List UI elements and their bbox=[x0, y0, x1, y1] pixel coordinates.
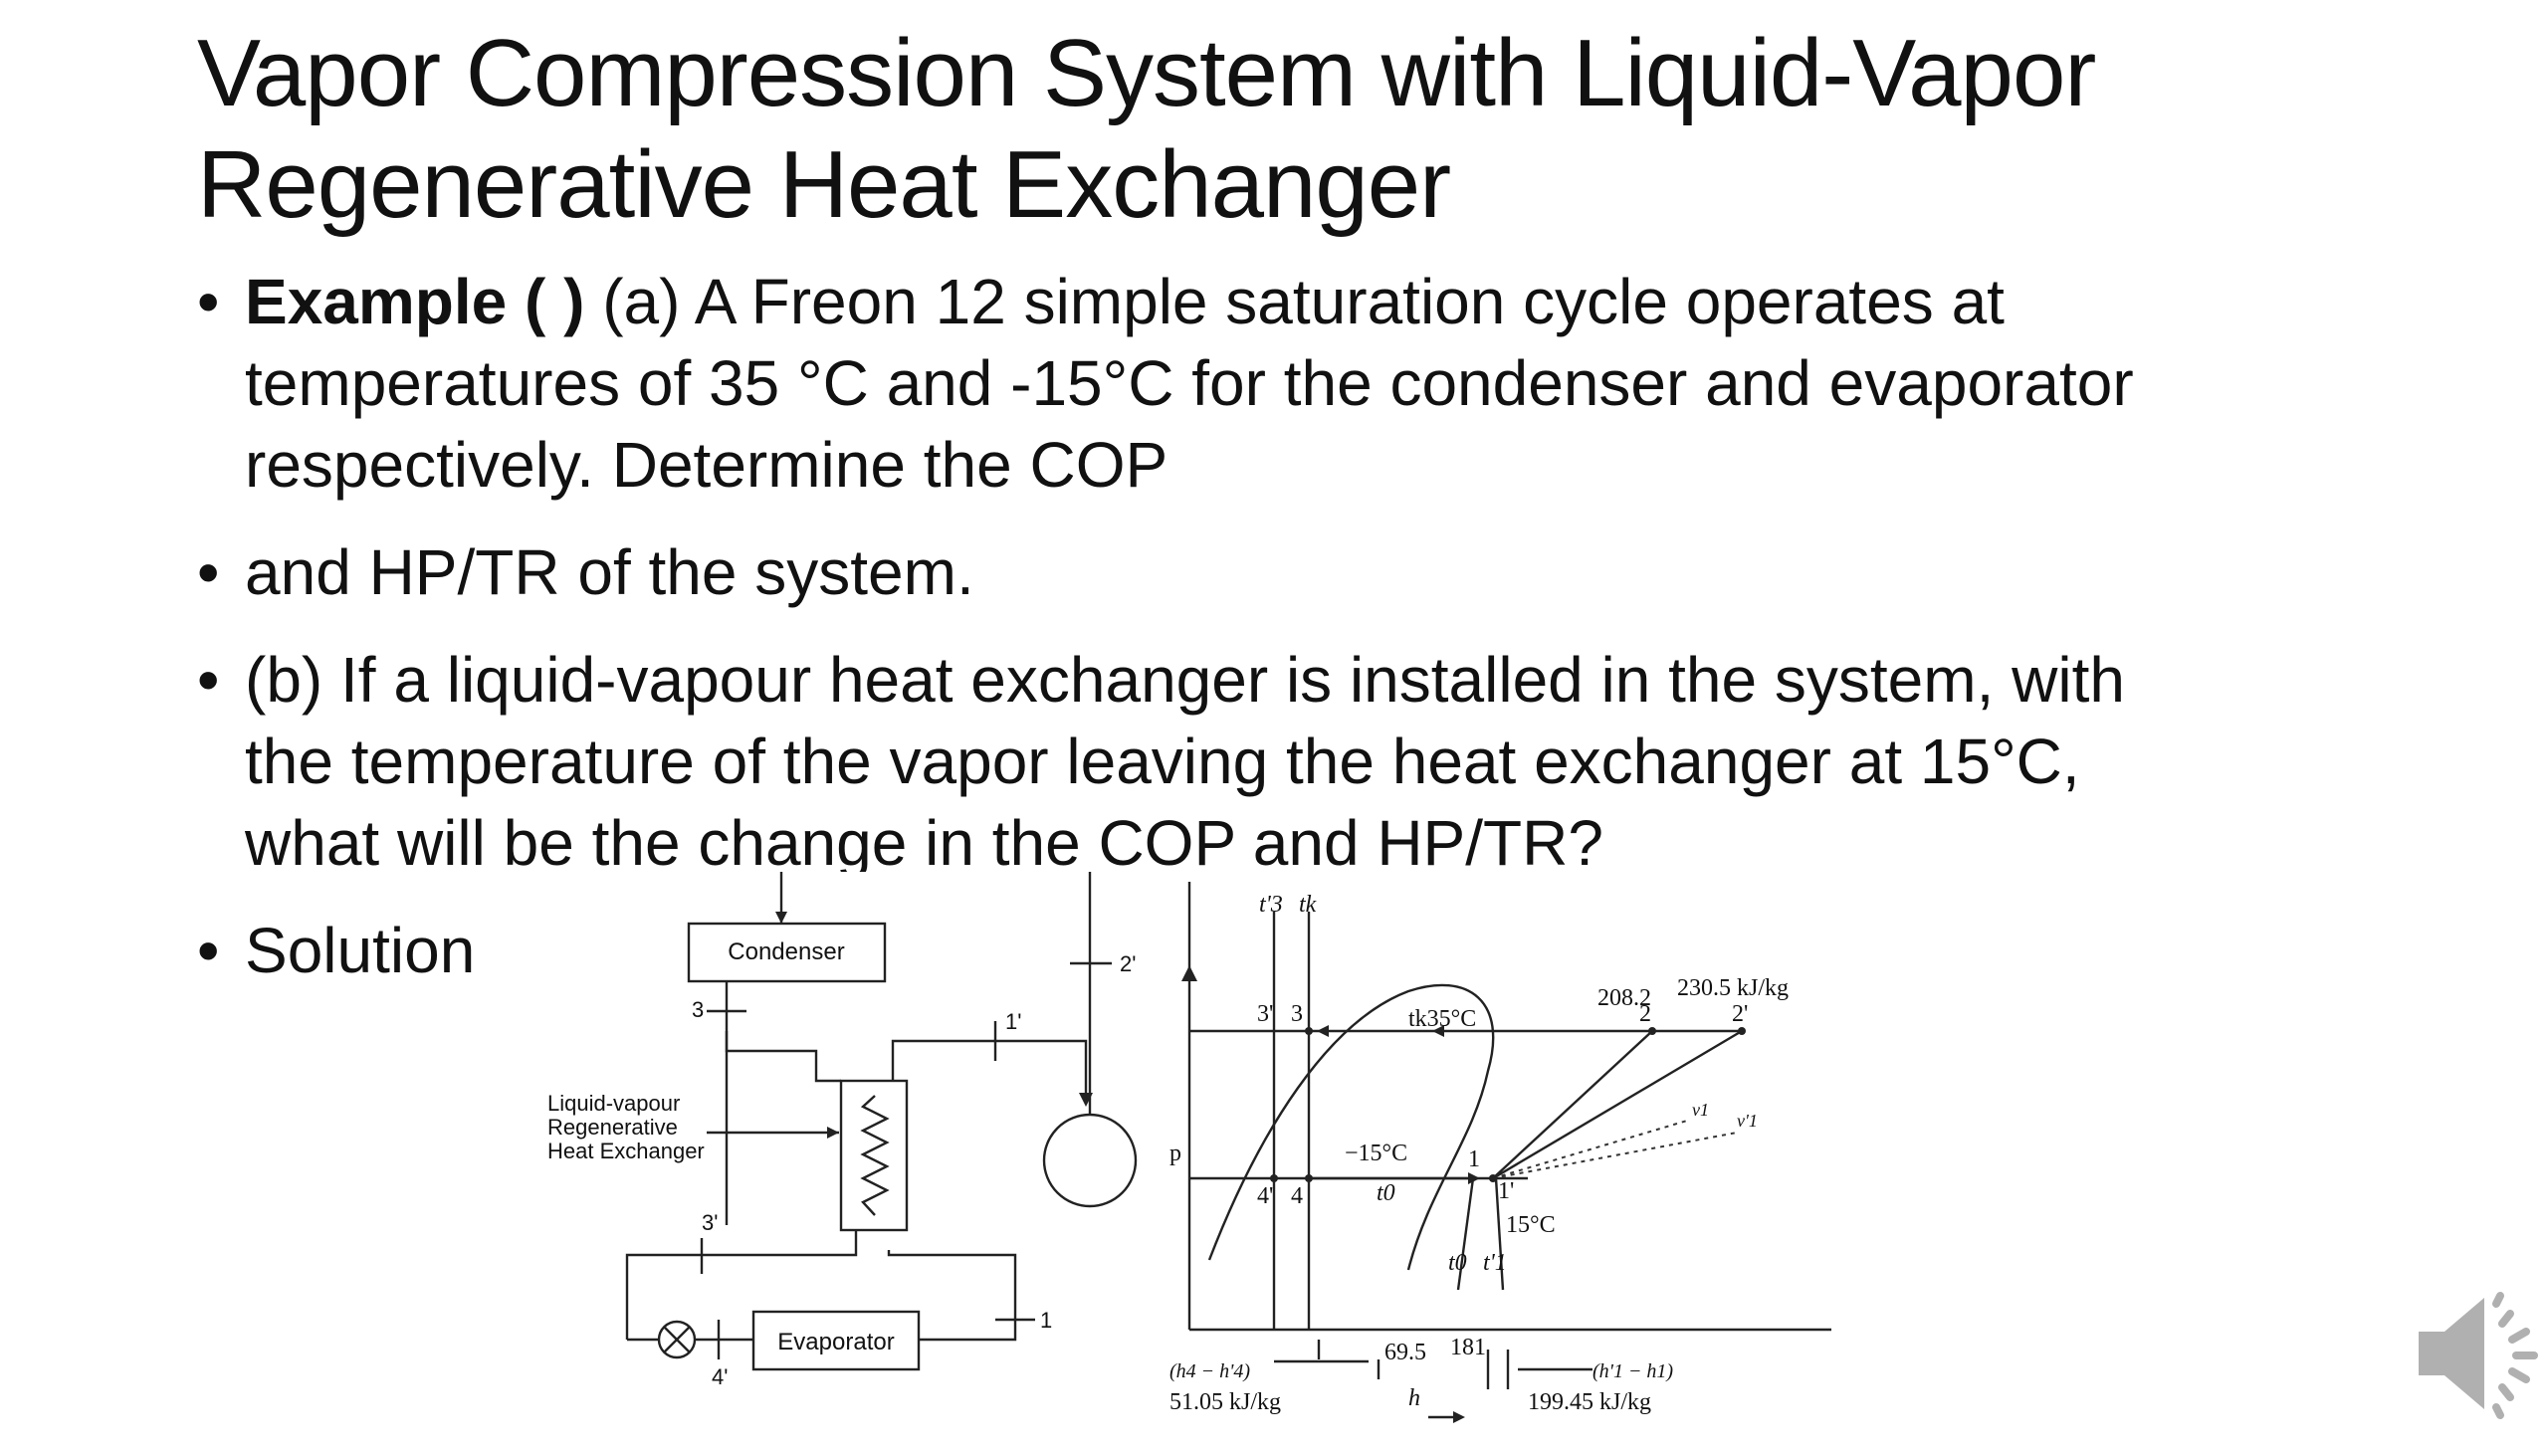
bullet-line: and HP/TR of the system. bbox=[245, 536, 974, 608]
label-2: 2 bbox=[1639, 1001, 1651, 1027]
cycle-figure: Condenser Evaporator Liquid-vapour Regen… bbox=[532, 872, 1876, 1451]
label-tk35: tk35°C bbox=[1408, 1006, 1476, 1032]
bullet-dot: • bbox=[197, 644, 220, 716]
bullet-text: and HP/TR of the system. bbox=[245, 531, 2365, 613]
bullet-line: respectively. Determine the COP bbox=[245, 429, 1168, 501]
evaporator-label: Evaporator bbox=[777, 1329, 894, 1355]
label-t1p: t'1 bbox=[1483, 1250, 1507, 1276]
label-t0-lower: t0 bbox=[1448, 1250, 1467, 1276]
bullet-solution: • Solution bbox=[197, 910, 595, 993]
bullet-dot: • bbox=[197, 915, 220, 986]
heat-exchanger-box bbox=[839, 1079, 909, 1232]
label-181: 181 bbox=[1450, 1335, 1486, 1360]
label-diff-left-value: 51.05 kJ/kg bbox=[1169, 1389, 1281, 1415]
figure-svg: Condenser Evaporator Liquid-vapour Regen… bbox=[547, 872, 1831, 1423]
example-label: Example ( ) bbox=[245, 266, 585, 337]
schematic-point-3p: 3' bbox=[702, 1210, 718, 1235]
schematic-point-1: 1 bbox=[1040, 1308, 1052, 1333]
label-4p: 4' bbox=[1257, 1183, 1273, 1209]
bullet-example: • Example ( ) (a) A Freon 12 simple satu… bbox=[197, 261, 2367, 510]
axis-h-label: h bbox=[1408, 1385, 1420, 1411]
slide-title-line-2: Regenerative Heat Exchanger bbox=[197, 131, 1451, 238]
label-tk: tk bbox=[1299, 892, 1317, 918]
label-diff-right: (h'1 − h1) bbox=[1592, 1360, 1673, 1382]
label-1: 1 bbox=[1468, 1146, 1480, 1172]
bullet-text: Solution bbox=[245, 910, 2365, 991]
label-3p: 3' bbox=[1257, 1001, 1273, 1027]
condenser-label: Condenser bbox=[728, 938, 844, 965]
label-695: 69.5 bbox=[1384, 1340, 1426, 1365]
label-3: 3 bbox=[1291, 1001, 1303, 1027]
label-diff-right-value: 199.45 kJ/kg bbox=[1528, 1389, 1651, 1415]
bullet-line: Solution bbox=[245, 915, 476, 986]
slide-title: Vapor Compression System with Liquid-Vap… bbox=[197, 18, 2387, 241]
schematic-point-4p: 4' bbox=[712, 1364, 728, 1389]
label-minus15: −15°C bbox=[1345, 1141, 1407, 1166]
hx-label-line-1: Liquid-vapour bbox=[547, 1091, 680, 1116]
bullet-line: (b) If a liquid-vapour heat exchanger is… bbox=[245, 644, 2125, 716]
schematic-point-3: 3 bbox=[692, 997, 704, 1022]
label-v1p: v'1 bbox=[1737, 1111, 1758, 1131]
slide-title-line-1: Vapor Compression System with Liquid-Vap… bbox=[197, 20, 2096, 126]
hx-label-line-3: Heat Exchanger bbox=[547, 1139, 705, 1163]
speaker-icon[interactable] bbox=[2407, 1284, 2548, 1423]
label-t0: t0 bbox=[1377, 1180, 1395, 1206]
label-diff-left: (h4 − h'4) bbox=[1169, 1360, 1250, 1382]
axis-p-label: p bbox=[1169, 1141, 1181, 1166]
label-1p: 1' bbox=[1498, 1178, 1514, 1204]
bullet-dot: • bbox=[197, 536, 220, 608]
schematic-point-2p: 2' bbox=[1120, 951, 1136, 976]
condenser-box bbox=[687, 922, 887, 983]
label-2p: 2' bbox=[1732, 1001, 1748, 1027]
hx-label-line-2: Regenerative bbox=[547, 1115, 678, 1140]
bullet-part-b: • (b) If a liquid-vapour heat exchanger … bbox=[197, 639, 2367, 888]
bullet-text: Example ( ) (a) A Freon 12 simple satura… bbox=[245, 261, 2365, 506]
bullet-dot: • bbox=[197, 266, 220, 337]
compressor-circle bbox=[1042, 1113, 1138, 1208]
label-15c: 15°C bbox=[1506, 1212, 1556, 1238]
label-4: 4 bbox=[1291, 1183, 1303, 1209]
bullet-text: (b) If a liquid-vapour heat exchanger is… bbox=[245, 639, 2365, 884]
bullet-line: (a) A Freon 12 simple saturation cycle o… bbox=[584, 266, 2005, 337]
label-208: 208.2 bbox=[1597, 985, 1651, 1011]
label-t3p: t'3 bbox=[1259, 892, 1283, 918]
bullet-hp-tr: • and HP/TR of the system. bbox=[197, 531, 2367, 615]
schematic-point-1p: 1' bbox=[1005, 1009, 1021, 1034]
bullet-line: temperatures of 35 °C and -15°C for the … bbox=[245, 347, 2134, 419]
label-v1: v1 bbox=[1692, 1100, 1709, 1120]
bullet-line: the temperature of the vapor leaving the… bbox=[245, 726, 2080, 797]
bullet-line: what will be the change in the COP and H… bbox=[245, 807, 1603, 879]
label-230: 230.5 kJ/kg bbox=[1677, 975, 1789, 1001]
